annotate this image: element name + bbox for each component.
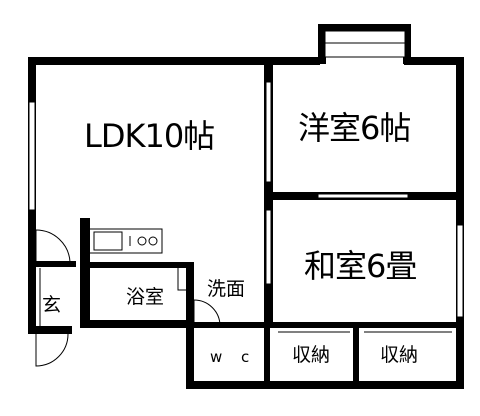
room-label-western: 洋室6帖 <box>298 109 411 147</box>
room-label-ldk: LDK10帖 <box>84 117 215 155</box>
closet-lines <box>39 268 452 333</box>
room-label-washroom: 洗面 <box>207 278 246 300</box>
room-label-entrance: 玄 <box>42 294 62 316</box>
room-label-bath: 浴室 <box>126 286 165 308</box>
room-label-japanese: 和室6畳 <box>304 247 417 285</box>
kitchen-counter <box>87 228 163 254</box>
room-label-toilet: w c <box>210 348 257 366</box>
room-label-storage-right: 収納 <box>380 344 419 366</box>
doors <box>35 229 221 367</box>
windows <box>28 30 464 318</box>
room-label-storage-left: 収納 <box>292 344 331 366</box>
outer-walls <box>28 24 464 389</box>
